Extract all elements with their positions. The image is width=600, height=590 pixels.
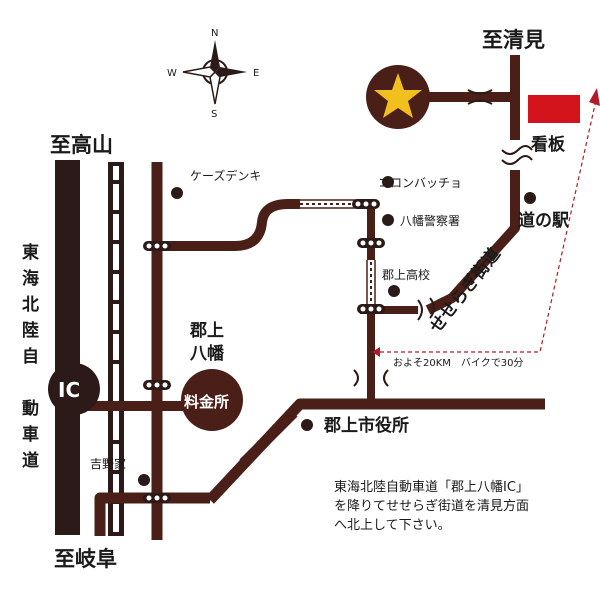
signboard-marker: [528, 95, 580, 123]
note-line: へ北上して下さい。: [334, 518, 451, 533]
minor-roads: [239, 199, 376, 467]
note-line: 東海北陸自動車道「郡上八幡IC」: [334, 480, 529, 495]
poi-michi-no-eki-dot: [524, 192, 536, 204]
tollgate-label: 料金所: [184, 393, 229, 411]
expressway-label: 東 海 北 陸 自 動 車 道: [22, 242, 39, 471]
svg-text:道: 道: [22, 450, 39, 471]
poi-highschool-dot: [388, 285, 400, 297]
poi-cityhall-dot: [301, 419, 313, 431]
expressway-road: [55, 160, 80, 535]
poi-dots: [138, 176, 536, 486]
tollgate-marker: [181, 369, 243, 431]
ic-label: IC: [58, 378, 80, 402]
svg-text:陸: 陸: [22, 320, 39, 341]
ic-marker: [48, 363, 100, 415]
to-takayama-label: 至高山: [50, 133, 113, 157]
compass-west: W: [167, 68, 177, 79]
poi-yoshinoya-dot: [138, 474, 150, 486]
svg-text:北: 北: [22, 295, 39, 315]
kanban-label: 看板: [530, 134, 566, 155]
coron-label: コロンバッチョ: [378, 176, 462, 190]
hachiman-label: 八幡: [190, 343, 225, 364]
compass-east: E: [253, 68, 259, 79]
compass-rose-icon: [182, 40, 247, 105]
route-arrow-head-up-icon: [589, 88, 600, 106]
local-roads: [80, 55, 545, 540]
compass-south: S: [211, 109, 217, 120]
kscenes-label: ケーズデンキ: [190, 168, 261, 183]
gujo-label: 郡上: [189, 321, 224, 341]
bridge-marks: [353, 89, 533, 387]
compass-north: N: [211, 28, 218, 39]
route-arrow: [380, 99, 597, 353]
poi-police-dot: [382, 214, 394, 226]
michi-no-eki-label: 道の駅: [518, 210, 570, 231]
cityhall-label: 郡上市役所: [323, 415, 409, 436]
distance-label: およそ20KM バイクで30分: [393, 357, 523, 369]
note-line: を降りてせせらぎ街道を清見方面: [334, 499, 530, 514]
seseragi-label: せせらぎ街道: [425, 244, 504, 337]
to-kiyomi-label: 至清見: [482, 28, 545, 52]
directions-note: 東海北陸自動車道「郡上八幡IC」 を降りてせせらぎ街道を清見方面 へ北上して下さ…: [334, 478, 574, 535]
svg-text:自: 自: [22, 346, 39, 367]
svg-text:海: 海: [22, 268, 39, 289]
traffic-signals: [143, 199, 385, 503]
police-label: 八幡警察署: [400, 213, 460, 228]
route-arrow-head-left-icon: [372, 347, 380, 357]
poi-coron-dot: [382, 176, 394, 188]
svg-text:動: 動: [22, 398, 39, 419]
star-icon: [374, 73, 422, 118]
svg-text:東: 東: [22, 242, 39, 263]
poi-kscenes-dot: [171, 187, 183, 199]
yoshinoya-label: 吉野家: [90, 456, 126, 471]
highschool-label: 郡上高校: [382, 267, 430, 282]
svg-text:車: 車: [22, 424, 39, 445]
to-gifu-label: 至岐阜: [54, 547, 117, 571]
